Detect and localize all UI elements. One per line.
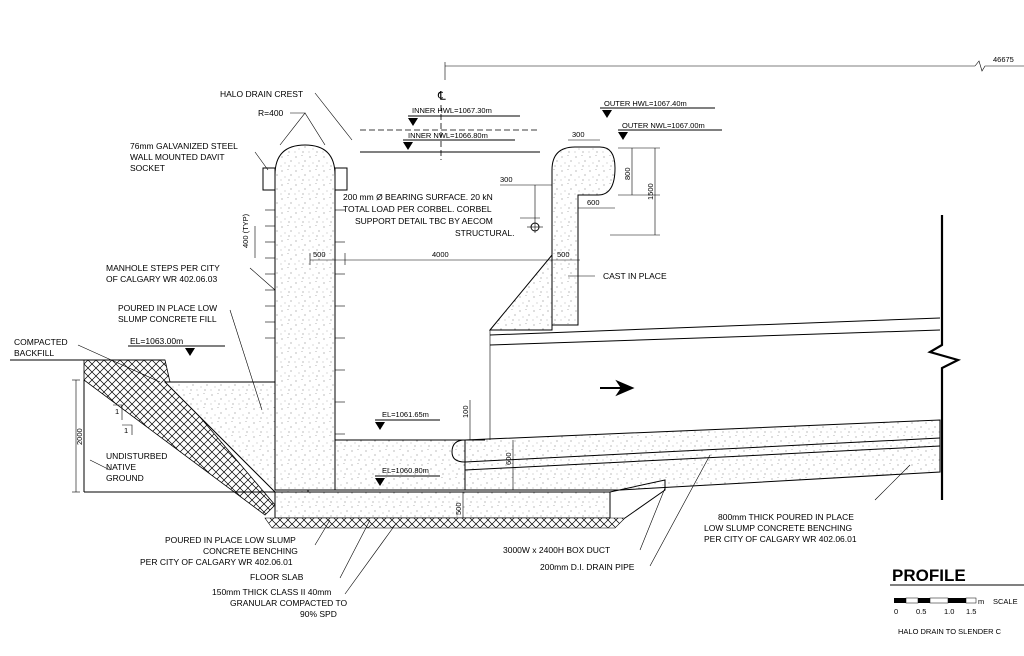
cast-in-place-haunch [488, 253, 553, 331]
manhole-label-2: OF CALGARY WR 402.06.03 [106, 274, 217, 284]
profile-title-block: PROFILE m SCALE 0 0.5 1.0 1.5 HALO DRAIN… [890, 566, 1024, 636]
bench-label-3: PER CITY OF CALGARY WR 402.06.01 [140, 557, 293, 567]
flow-arrow [600, 379, 635, 397]
dim-400-typ: 400 (TYP) [241, 213, 250, 248]
dim-500-right: 500 [557, 250, 570, 259]
outer-hwl-label: OUTER HWL=1067.40m [604, 99, 687, 108]
el-1063-marker: EL=1063.00m [128, 336, 225, 356]
thick-label-3: PER CITY OF CALGARY WR 402.06.01 [704, 534, 857, 544]
bench-label-1: POURED IN PLACE LOW SLUMP [165, 535, 296, 545]
top-dimension: 46675 [444, 55, 1024, 80]
native-label-3: GROUND [106, 473, 144, 483]
halo-drain-wall [274, 144, 336, 491]
halo-drain-crest-label: HALO DRAIN CREST [220, 89, 303, 99]
granular-label-2: GRANULAR COMPACTED TO [230, 598, 348, 608]
thick-label-1: 800mm THICK POURED IN PLACE [718, 512, 854, 522]
dim-600: 600 [587, 198, 600, 207]
cast-in-place-label: CAST IN PLACE [603, 271, 667, 281]
davit-socket-right [334, 167, 348, 191]
bearing-label-2: TOTAL LOAD PER CORBEL. CORBEL [343, 204, 492, 214]
compacted-label-1: COMPACTED [14, 337, 68, 347]
dim-600-duct: 600 [504, 452, 513, 465]
el-1061-marker: EL=1061.65m [375, 410, 440, 430]
dim-300-top: 300 [572, 130, 585, 139]
granular-label-1: 150mm THICK CLASS II 40mm [212, 587, 331, 597]
radius-label: R=400 [258, 108, 284, 118]
manhole-steps [265, 209, 345, 435]
bearing-label-3: SUPPORT DETAIL TBC BY AECOM [355, 216, 493, 226]
bench-label-2: CONCRETE BENCHING [203, 546, 298, 556]
granular-base [264, 517, 626, 529]
leader-lines [77, 92, 911, 595]
centerline-marker: ℄ [437, 89, 446, 160]
davit-socket-left [262, 167, 276, 191]
box-duct-benching [464, 419, 941, 491]
outer-water-levels: OUTER HWL=1067.40m OUTER NWL=1067.00m [600, 99, 722, 140]
el-1060-marker: EL=1060.80m [375, 466, 440, 486]
el-1060-label: EL=1060.80m [382, 466, 429, 475]
davit-label-2: WALL MOUNTED DAVIT [130, 152, 225, 162]
bearing-label-4: STRUCTURAL. [455, 228, 515, 238]
manhole-label-1: MANHOLE STEPS PER CITY [106, 263, 220, 273]
davit-label-1: 76mm GALVANIZED STEEL [130, 141, 238, 151]
dim-300-corbel: 300 [500, 175, 513, 184]
scale-tick-0: 0 [894, 607, 898, 616]
dim-800: 800 [623, 167, 632, 180]
outer-nwl-label: OUTER NWL=1067.00m [622, 121, 705, 130]
dim-2000: 2000 [75, 428, 84, 445]
scale-tick-3: 1.5 [966, 607, 976, 616]
compacted-label-2: BACKFILL [14, 348, 54, 358]
floor-slab-label: FLOOR SLAB [250, 572, 304, 582]
el-1061-label: EL=1061.65m [382, 410, 429, 419]
dim-100: 100 [461, 405, 470, 418]
native-label-2: NATIVE [106, 462, 136, 472]
slope-label-2: 1 [124, 426, 128, 435]
fill-label-2: SLUMP CONCRETE FILL [118, 314, 217, 324]
dimension-46675: 46675 [993, 55, 1014, 64]
fill-label-1: POURED IN PLACE LOW [118, 303, 217, 313]
dim-1500: 1500 [646, 183, 655, 200]
box-duct-label: 3000W x 2400H BOX DUCT [503, 545, 610, 555]
break-line [927, 215, 962, 500]
dim-500-left: 500 [313, 250, 326, 259]
inner-hwl-label: INNER HWL=1067.30m [412, 106, 492, 115]
thick-label-2: LOW SLUMP CONCRETE BENCHING [704, 523, 852, 533]
scale-tick-1: 0.5 [916, 607, 926, 616]
profile-title: PROFILE [892, 566, 966, 585]
scale-label: SCALE [993, 597, 1018, 606]
centerline-symbol: ℄ [437, 89, 446, 103]
inner-nwl-label: INNER NWL=1066.80m [408, 131, 488, 140]
floor-slab [274, 491, 611, 519]
dim-500-slab: 500 [454, 502, 463, 515]
scale-unit: m [978, 597, 984, 606]
inner-basin-fill [334, 439, 466, 491]
granular-label-3: 90% SPD [300, 609, 337, 619]
drain-pipe-elbow [451, 439, 485, 463]
slope-label-1: 1 [115, 407, 119, 416]
drain-pipe-label: 200mm D.I. DRAIN PIPE [540, 562, 635, 572]
corbel-wall [551, 146, 616, 326]
dim-4000: 4000 [432, 250, 449, 259]
inner-water-levels: INNER HWL=1067.30m INNER NWL=1066.80m [360, 106, 540, 153]
davit-label-3: SOCKET [130, 163, 165, 173]
native-label-1: UNDISTURBED [106, 451, 167, 461]
profile-subtitle: HALO DRAIN TO SLENDER C [898, 627, 1002, 636]
el-1063-label: EL=1063.00m [130, 336, 183, 346]
scale-tick-2: 1.0 [944, 607, 954, 616]
bearing-label-1: 200 mm Ø BEARING SURFACE. 20 kN [343, 192, 493, 202]
